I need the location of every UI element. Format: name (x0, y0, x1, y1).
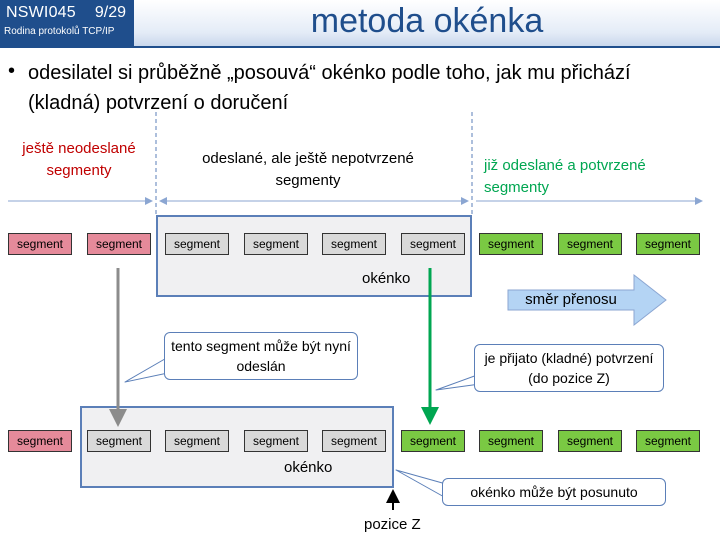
segment-green: segment (558, 233, 622, 255)
course-name: Rodina protokolů TCP/IP (4, 26, 115, 37)
segment-gray: segment (244, 233, 308, 255)
segment-red: segment (8, 430, 72, 452)
zone-label-acknowledged: již odeslané a potvrzené segmenty (484, 157, 646, 196)
course-header: NSWI045 9/29 Rodina protokolů TCP/IP (0, 0, 134, 46)
segment-green: segment (636, 233, 700, 255)
window-bottom-label: okénko (284, 459, 333, 476)
direction-label: směr přenosu (525, 291, 617, 308)
course-code: NSWI045 (6, 4, 76, 21)
slide-number: 9/29 (94, 4, 126, 21)
callout-tail-shift (395, 469, 447, 499)
segment-gray: segment (322, 430, 386, 452)
title-band: metoda okénka (134, 0, 720, 46)
slide-title: metoda okénka (310, 2, 544, 40)
segment-green: segment (401, 430, 465, 452)
segment-green: segment (479, 430, 543, 452)
segment-gray: segment (401, 233, 465, 255)
callout-ack-received: je přijato (kladné) potvrzení (do pozice… (474, 344, 664, 392)
segment-gray: segment (165, 233, 229, 255)
segment-gray: segment (244, 430, 308, 452)
segment-gray: segment (87, 430, 151, 452)
zone-label-sent-unacknowledged: odeslané, ale ještě nepotvrzené segmenty (202, 150, 414, 189)
callout-can-shift: okénko může být posunuto (442, 478, 666, 506)
segment-red: segment (8, 233, 72, 255)
bullet-text: odesilatel si průběžně „posouvá“ okénko … (28, 62, 631, 114)
direction-arrow-shape (507, 273, 667, 327)
segment-red: segment (87, 233, 151, 255)
segment-gray: segment (322, 233, 386, 255)
window-top-label: okénko (362, 270, 411, 287)
segment-gray: segment (165, 430, 229, 452)
bullet-icon: • (8, 60, 16, 82)
window-top (156, 215, 472, 297)
segment-green: segment (479, 233, 543, 255)
zone-label-unsent: ještě neodeslané segmenty (22, 140, 136, 179)
title-divider (0, 46, 720, 48)
segment-green: segment (558, 430, 622, 452)
callout-can-send: tento segment může být nyní odeslán (164, 332, 358, 380)
position-z-label: pozice Z (364, 516, 421, 533)
segment-green: segment (636, 430, 700, 452)
